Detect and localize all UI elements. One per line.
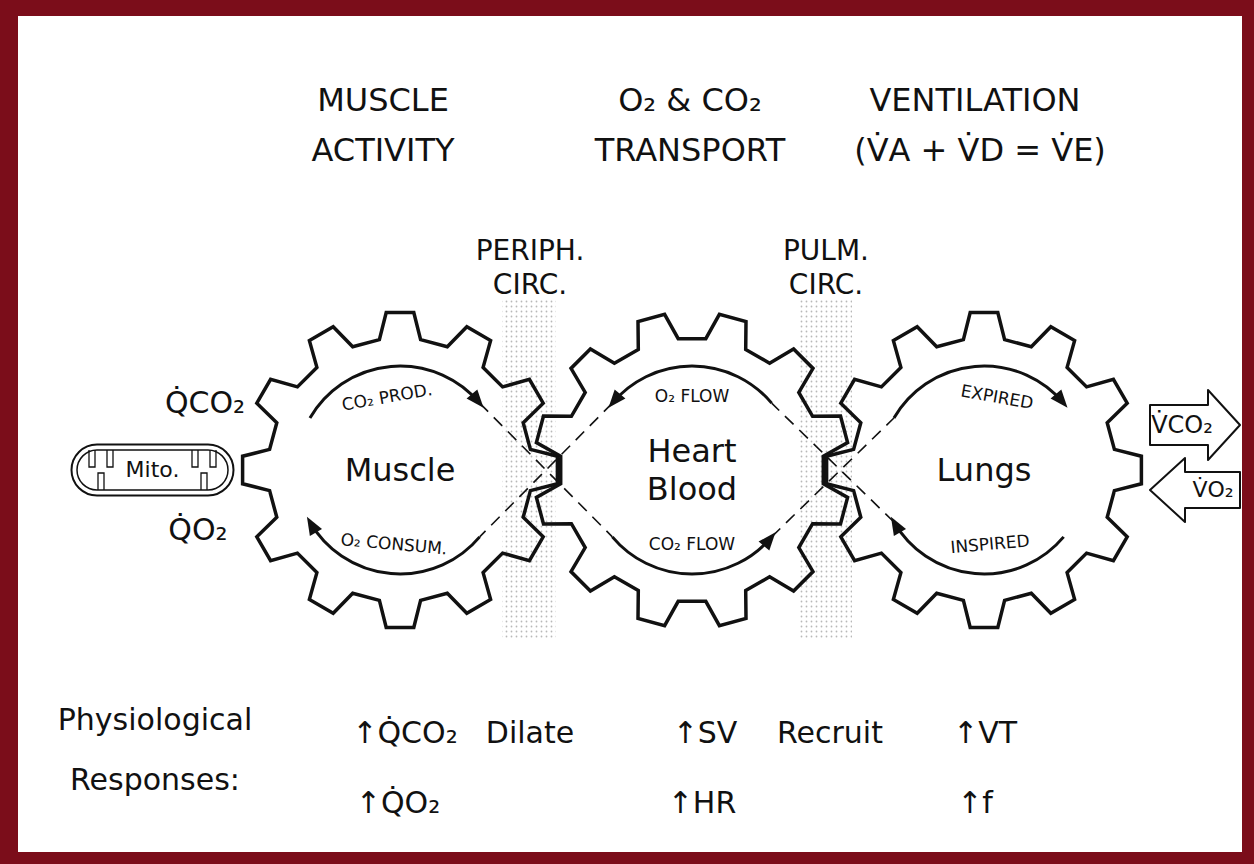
row-heading: Physiological Responses: [40, 690, 270, 810]
flow-label: CO₂ FLOW [649, 534, 735, 554]
rate-symbol: Q̇O₂ [168, 512, 227, 548]
response: Recruit [777, 715, 883, 751]
node-content: Lungs [823, 309, 1145, 631]
white-panel [18, 16, 1242, 852]
dashed-transfer [772, 403, 894, 522]
inspired-arrow [1150, 458, 1240, 522]
crista [192, 450, 198, 467]
gear-teeth [243, 313, 558, 628]
gear: Heart Blood [531, 309, 853, 631]
response: ↑Q̇O₂ [356, 785, 440, 821]
gear: Lungs [823, 309, 1145, 631]
organelle-label: Mito. [126, 457, 180, 483]
circulation-label: PULM. CIRC. [761, 234, 891, 302]
gear-label: Heart Blood [627, 432, 757, 509]
rate-symbol: Q̇CO₂ [165, 385, 245, 421]
flow-arc [310, 366, 480, 418]
crista [107, 450, 113, 467]
outer-membrane [72, 445, 234, 496]
node-content: Muscle [239, 309, 561, 631]
response: ↑Q̇CO₂ [352, 715, 457, 751]
node-content: Mito. [70, 443, 235, 497]
column-heading: O₂ & CO₂ TRANSPORT [565, 75, 815, 175]
mitochondrion: Mito. [70, 443, 235, 497]
expired-arrow [1150, 390, 1240, 460]
flow-label: O₂ FLOW [655, 386, 729, 406]
flow-arc [310, 522, 480, 574]
column-heading: VENTILATION [869, 81, 1080, 119]
node-content: Heart Blood [531, 309, 853, 631]
crista [98, 473, 104, 490]
flow-arc [894, 522, 1064, 574]
response: ↑VT [953, 715, 1017, 751]
column-heading: MUSCLE ACTIVITY [268, 75, 498, 175]
gear-teeth [827, 313, 1142, 628]
arrowhead [307, 517, 322, 536]
circulation-label: PERIPH. CIRC. [465, 234, 595, 302]
periph-circ-band [502, 300, 556, 640]
ventilation-equation: (V̇A + V̇D = V̇E) [854, 131, 1106, 169]
dashed-transfer [480, 403, 613, 537]
rate-symbol: V̇CO₂ [1151, 411, 1213, 440]
gear: Muscle [239, 309, 561, 631]
flow-arc [894, 366, 1064, 418]
gear-label: Muscle [315, 451, 485, 489]
response: ↑SV [673, 715, 738, 751]
gear-teeth [536, 314, 847, 625]
gear-label: Lungs [899, 451, 1069, 489]
response: ↑HR [668, 785, 737, 821]
rate-symbol: V̇O₂ [1192, 477, 1233, 503]
response: Dilate [486, 715, 574, 751]
response: ↑f [957, 785, 993, 821]
dashed-transfer [480, 403, 613, 537]
arrowhead [1051, 389, 1068, 407]
dashed-transfer [772, 418, 894, 537]
inner-membrane [77, 450, 228, 490]
arrowhead [891, 517, 906, 536]
crista [89, 450, 95, 467]
crista [210, 450, 216, 467]
crista [201, 473, 207, 490]
